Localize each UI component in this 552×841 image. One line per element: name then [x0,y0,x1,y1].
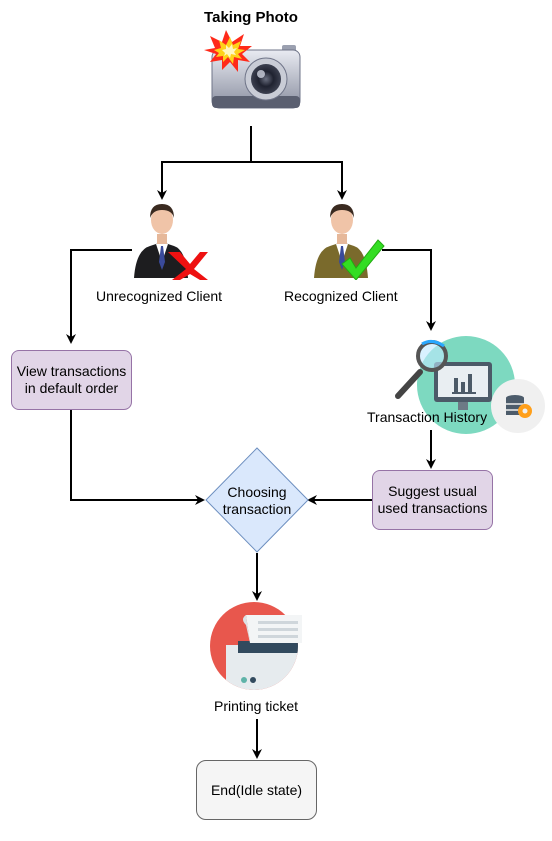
node-view-default-order-label: View transactions in default order [16,363,127,396]
title: Taking Photo [204,9,298,26]
businessman-green-check-icon [314,204,385,280]
edge-to-unrecognized [157,161,251,200]
label-unrecognized-client: Unrecognized Client [96,288,223,304]
businessman-red-x-icon [134,204,208,280]
edge-view-to-choosing [70,410,205,505]
node-suggest-transactions: Suggest usual used transactions [372,470,493,530]
edge-unrecognized-to-view [66,249,132,344]
label-transaction-history: Transaction History [367,409,488,425]
node-view-default-order: View transactions in default order [11,350,132,410]
edge-recognized-to-history [382,249,436,331]
camera-flash-icon [204,30,301,109]
decision-diamond [205,447,309,553]
node-end-idle-state-label: End(Idle state) [210,781,303,798]
node-suggest-transactions-label: Suggest usual used transactions [377,483,488,516]
node-choosing-transaction-label: Choosing transaction [222,484,292,517]
label-printing-ticket: Printing ticket [214,698,299,714]
ticket-printer-icon [210,602,302,690]
magnifier-monitor-chart-database-icon [395,336,545,434]
label-recognized-client: Recognized Client [284,288,398,304]
node-end-idle-state: End(Idle state) [196,760,317,820]
edge-to-recognized [251,161,347,200]
